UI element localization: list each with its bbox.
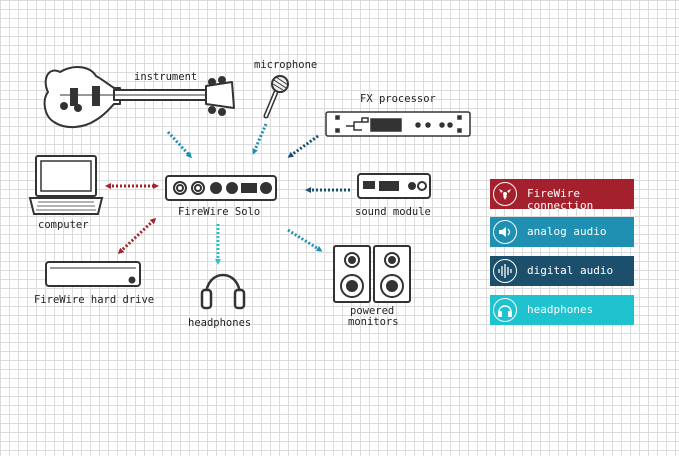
label-firewire-hard-drive: FireWire hard drive — [34, 294, 155, 306]
label-computer: computer — [38, 219, 89, 231]
label-powered-monitors-2: monitors — [348, 316, 399, 328]
computer-icon — [28, 155, 104, 215]
analog-link-instrument — [166, 130, 193, 159]
label-sound-module: sound module — [355, 206, 431, 218]
powered-monitors-icon — [333, 245, 411, 303]
firewire-solo-icon — [165, 175, 277, 201]
legend-label-analog: analog audio — [527, 225, 607, 238]
digital-link-fx — [287, 134, 319, 158]
label-powered-monitors-1: powered — [350, 305, 395, 317]
label-firewire-solo: FireWire Solo — [178, 206, 261, 218]
legend-firewire: FireWire connection — [490, 179, 634, 212]
label-headphones: headphones — [188, 317, 252, 329]
microphone-icon — [263, 75, 289, 119]
analog-link-microphone — [252, 123, 268, 155]
sound-module-icon — [357, 173, 431, 199]
legend-headphones: headphones — [490, 295, 634, 325]
analog-link-monitors — [287, 228, 323, 252]
firewire-link-hard-drive — [117, 217, 157, 255]
label-microphone: microphone — [254, 59, 318, 71]
speaker-icon — [493, 220, 517, 244]
legend-label-headphones: headphones — [527, 303, 594, 316]
label-fx-processor: FX processor — [360, 93, 436, 105]
fx-processor-icon — [325, 111, 471, 137]
digital-wave-icon — [493, 259, 517, 283]
guitar-icon — [43, 66, 235, 128]
hard-drive-icon — [45, 261, 141, 287]
label-instrument: instrument — [134, 71, 198, 83]
legend-analog: analog audio — [490, 217, 634, 247]
headphones-icon — [493, 298, 517, 322]
firewire-icon — [493, 182, 517, 206]
legend-label-firewire: FireWire connection — [527, 187, 594, 212]
legend-digital: digital audio — [490, 256, 634, 286]
headphones-device-icon — [200, 273, 246, 310]
legend-label-digital: digital audio — [527, 264, 614, 277]
